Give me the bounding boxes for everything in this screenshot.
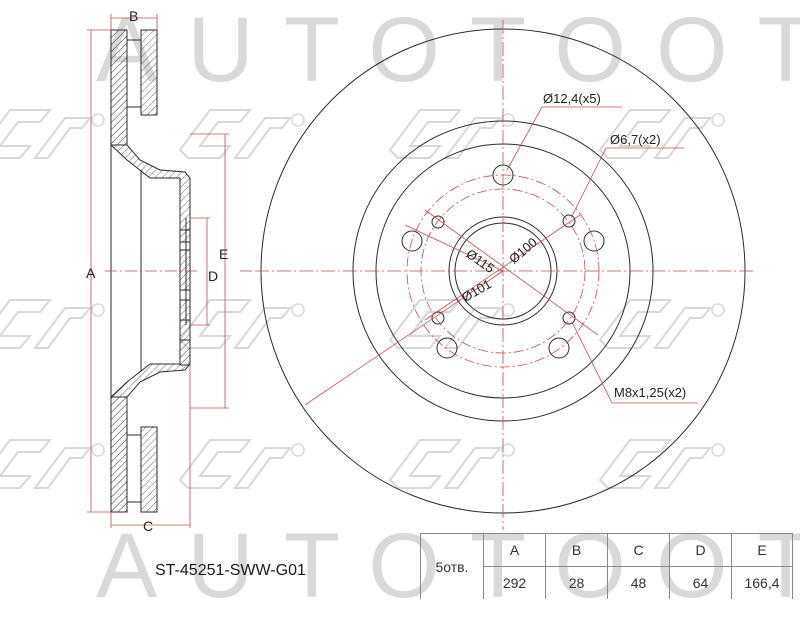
value-e: 166,4 (731, 566, 793, 599)
watermark-brand-top: AUTOTOOT (96, 0, 800, 101)
holes-count-label: 5отв. (420, 533, 484, 599)
header-e: E (731, 533, 793, 567)
side-profile-section (110, 29, 191, 513)
dim-label-e: E (219, 246, 229, 262)
front-view-dimensions (255, 20, 755, 530)
sat-logo-watermark (0, 109, 725, 489)
header-a: A (483, 533, 546, 567)
callout-threaded-holes: M8x1,25(x2) (614, 385, 687, 400)
part-number: ST-45251-SWW-G01 (155, 562, 306, 579)
side-profile-dimensions (87, 14, 252, 528)
callout-stud-holes: Ø12,4(x5) (543, 91, 601, 106)
header-d: D (669, 533, 732, 567)
spec-table: 5отв. A B C D E 292 28 48 64 166,4 (420, 533, 793, 599)
value-a: 292 (483, 566, 546, 599)
dim-label-a: A (86, 265, 96, 281)
dim-label-b: B (129, 8, 139, 24)
callout-pin-holes: Ø6,7(x2) (610, 132, 661, 147)
header-b: B (545, 533, 608, 567)
technical-drawing (0, 14, 755, 530)
dim-label-c: C (143, 518, 154, 534)
header-c: C (607, 533, 670, 567)
value-c: 48 (607, 566, 670, 599)
value-b: 28 (545, 566, 608, 599)
dim-label-d: D (208, 268, 219, 284)
value-d: 64 (669, 566, 732, 599)
